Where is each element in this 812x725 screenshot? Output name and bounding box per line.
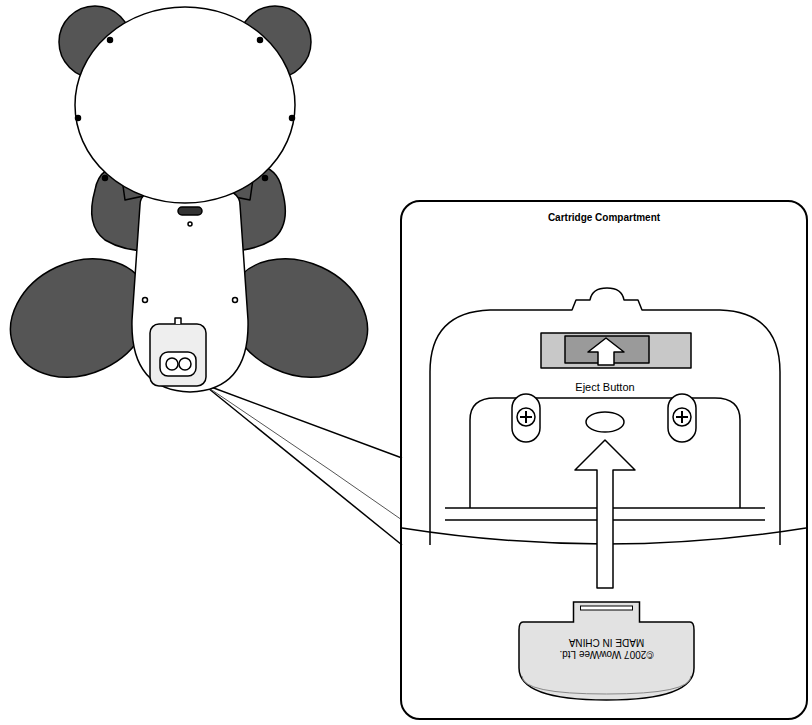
leader-line <box>203 384 402 458</box>
panda-toy <box>258 38 263 43</box>
cartridge-tab-slot <box>581 606 633 610</box>
compartment-housing <box>517 408 535 426</box>
panda-toy <box>233 298 238 303</box>
cartridge: ©2007 WowWee Ltd.MADE IN CHINA <box>518 600 695 702</box>
compartment-housing <box>588 338 624 365</box>
panda-toy <box>178 207 202 215</box>
panda-toy <box>103 176 108 181</box>
compartment-housing <box>541 333 691 368</box>
cartridge-body <box>519 602 694 700</box>
cartridge-edge <box>522 676 691 694</box>
panel-heading: Cartridge Compartment <box>402 212 806 223</box>
compartment-housing <box>668 394 696 442</box>
part-label: Eject Button <box>575 381 634 393</box>
panda-toy <box>75 7 295 203</box>
imprint-text: ©2007 WowWee Ltd. <box>559 648 653 660</box>
leader-line <box>203 384 402 545</box>
compartment-housing <box>673 408 691 426</box>
compartment-housing <box>520 411 532 423</box>
panda-toy <box>76 116 81 121</box>
panda-toy <box>263 176 268 181</box>
callout-panel: ©2007 WowWee Ltd.MADE IN CHINA Cartridge … <box>400 200 808 720</box>
compartment-housing <box>676 411 688 423</box>
panda-toy <box>0 6 387 399</box>
panda-toy <box>150 324 206 386</box>
leader-line <box>203 384 402 545</box>
compartment-housing <box>586 412 624 432</box>
cartridge-label: ©2007 WowWee Ltd.MADE IN CHINA <box>518 636 695 660</box>
compartment-housing <box>512 394 540 442</box>
compartment-housing <box>575 440 635 588</box>
panda-toy <box>108 38 113 43</box>
panda-toy <box>188 222 192 226</box>
panda-toy <box>132 188 248 392</box>
panda-toy <box>143 298 148 303</box>
panda-toy <box>179 358 191 370</box>
compartment-housing <box>402 288 806 588</box>
panda-toy <box>175 318 181 324</box>
panda-toy <box>290 116 295 121</box>
leader-line <box>206 386 402 520</box>
panda-toy <box>166 358 178 370</box>
panda-toy <box>160 352 196 376</box>
imprint-text: MADE IN CHINA <box>569 636 645 648</box>
